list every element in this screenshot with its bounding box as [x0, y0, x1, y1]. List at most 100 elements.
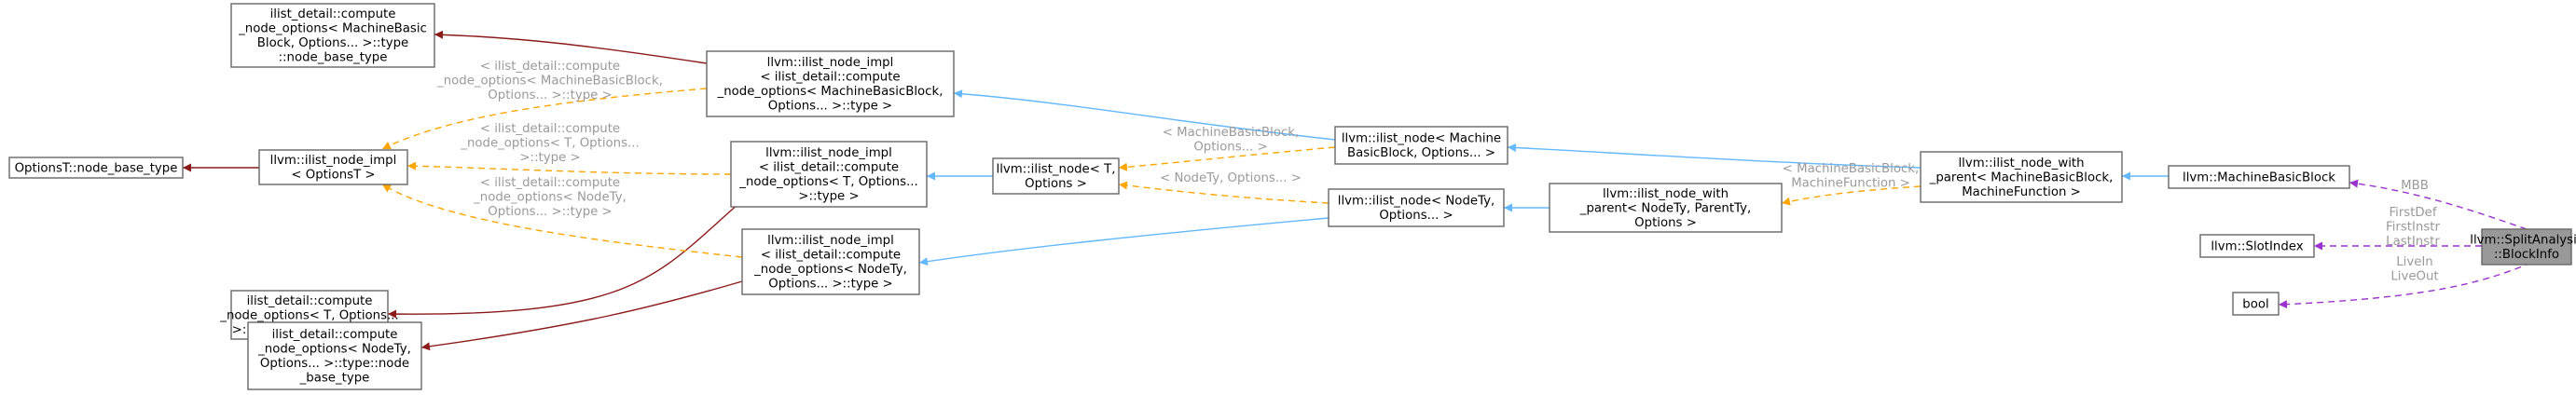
- edge-label-line: Options... >::type >: [488, 89, 612, 102]
- node-compute-node-options-nodety-base-type[interactable]: ilist_detail::compute_node_options< Node…: [247, 321, 422, 390]
- node-ilist-node-with-parent-mbb[interactable]: llvm::ilist_node_with_parent< MachineBas…: [1920, 151, 2123, 203]
- node-slot-index[interactable]: llvm::SlotIndex: [2199, 234, 2315, 258]
- node-text-line: _node_options< NodeTy,: [753, 263, 907, 277]
- edge-blockinfo-to-mbb: [2349, 179, 2528, 230]
- node-text-line: BasicBlock, Options... >: [1347, 146, 1495, 160]
- node-text-line: llvm::ilist_node_impl: [767, 234, 894, 248]
- edge-with-parent-mbb-to-ilist-node-mbb: [1507, 143, 1922, 169]
- node-ilist-node-nodety[interactable]: llvm::ilist_node< NodeTy,Options... >: [1328, 188, 1505, 227]
- node-ilist-node-mbb[interactable]: llvm::ilist_node< MachineBasicBlock, Opt…: [1334, 126, 1508, 165]
- node-ilist-node-impl-optionst[interactable]: llvm::ilist_node_impl< OptionsT >: [258, 149, 408, 185]
- node-machine-basic-block[interactable]: llvm::MachineBasicBlock: [2168, 165, 2350, 189]
- node-text-line: llvm::ilist_node_with: [1603, 187, 1729, 201]
- node-ilist-node-impl-t[interactable]: llvm::ilist_node_impl< ilist_detail::com…: [730, 141, 928, 208]
- edge-blockinfo-to-bool: [2278, 262, 2532, 309]
- edge-label-line: >::type >: [519, 151, 580, 165]
- node-text-line: >::type >: [798, 190, 859, 204]
- edge-label-line: _node_options< NodeTy,: [473, 191, 627, 205]
- node-text-line: llvm::ilist_node_with: [1958, 157, 2084, 170]
- node-text-line: < OptionsT >: [291, 169, 375, 183]
- node-text-line: llvm::SlotIndex: [2211, 239, 2303, 253]
- node-text-line: ilist_detail::compute: [247, 294, 373, 308]
- node-text-line: _parent< NodeTy, ParentTy,: [1579, 201, 1751, 215]
- edge-label-line: < ilist_detail::compute: [480, 60, 620, 74]
- node-text-line: _node_options< NodeTy,: [257, 343, 411, 357]
- edge-label-line: _node_options< MachineBasicBlock,: [436, 75, 663, 89]
- node-text-line: Options... >: [1379, 209, 1453, 223]
- edge-label-line: LiveIn: [2396, 255, 2433, 269]
- node-text-line: llvm::ilist_node< NodeTy,: [1338, 195, 1495, 209]
- node-text-line: llvm::SplitAnalysis: [2470, 234, 2576, 248]
- node-text-line: Options... >::type::node: [260, 357, 409, 371]
- node-ilist-node-t[interactable]: llvm::ilist_node< T,Options >: [992, 157, 1120, 195]
- node-text-line: _node_options< MachineBasic: [238, 22, 427, 36]
- node-text-line: ilist_detail::compute: [272, 328, 398, 342]
- edge-impl-nodety-to-cdn-nodety: [420, 280, 743, 351]
- edge-label-line: < ilist_detail::compute: [480, 122, 620, 136]
- edge-label-impl-nodety: < ilist_detail::compute_node_options< No…: [473, 176, 627, 219]
- edge-label-node-mbb: < MachineBasicBlock,Options... >: [1163, 126, 1299, 155]
- node-text-line: Options... >::type >: [768, 100, 892, 114]
- edge-label-impl-t: < ilist_detail::compute_node_options< T,…: [460, 122, 639, 165]
- edge-label-node-nodety: < NodeTy, Options... >: [1160, 171, 1302, 185]
- node-text-line: < ilist_detail::compute: [759, 161, 899, 175]
- edge-impl-t-to-ilist-node-impl: [406, 161, 732, 175]
- edge-label-line: < MachineBasicBlock,: [1163, 126, 1299, 140]
- edge-label-line: MachineFunction >: [1791, 177, 1910, 191]
- node-text-line: _base_type: [299, 372, 370, 386]
- node-text-line: ::node_base_type: [279, 51, 388, 65]
- edge-ilist-node-mbb-to-impl-mbb: [953, 89, 1336, 141]
- node-text-line: Options... >::type >: [768, 278, 892, 292]
- edge-label-line: LiveOut: [2390, 270, 2438, 284]
- edge-impl-t-to-cdn-t: [387, 202, 740, 319]
- edge-with-parent-mbb-to-with-parent-generic: [1781, 185, 1922, 206]
- node-text-line: _parent< MachineBasicBlock,: [1929, 170, 2114, 184]
- node-text-line: OptionsT::node_base_type: [15, 161, 178, 175]
- node-text-line: llvm::ilist_node< T,: [997, 163, 1116, 177]
- node-ilist-node-impl-mbb[interactable]: llvm::ilist_node_impl< ilist_detail::com…: [706, 50, 955, 117]
- node-text-line: bool: [2242, 297, 2268, 311]
- node-text-line: llvm::ilist_node_impl: [767, 56, 894, 70]
- edge-impl-mbb-to-cdn-mbb: [434, 30, 708, 64]
- edge-label-line: LastInstr: [2386, 235, 2440, 249]
- node-text-line: < ilist_detail::compute: [760, 71, 900, 85]
- edge-label-line: Options... >: [1193, 141, 1267, 155]
- node-text-line: llvm::ilist_node_impl: [765, 146, 892, 160]
- edge-label-with-parent: < MachineBasicBlock,MachineFunction >: [1783, 162, 1919, 191]
- edge-impl-mbb-to-ilist-node-impl: [381, 88, 708, 150]
- node-text-line: Options >: [1025, 177, 1087, 191]
- node-text-line: Options >: [1634, 216, 1697, 230]
- node-compute-node-options-mbb-base-type[interactable]: ilist_detail::compute_node_options< Mach…: [230, 3, 435, 68]
- edge-label-line: Options... >::type >: [488, 205, 612, 219]
- node-text-line: llvm::ilist_node_impl: [270, 154, 397, 168]
- node-text-line: _node_options< MachineBasicBlock,: [717, 85, 944, 99]
- edge-label-mbb-member: MBB: [2401, 179, 2429, 193]
- node-text-line: _node_options< T, Options...: [738, 175, 917, 189]
- node-ilist-node-with-parent-generic[interactable]: llvm::ilist_node_with_parent< NodeTy, Pa…: [1549, 183, 1783, 233]
- node-ilist-node-impl-nodety[interactable]: llvm::ilist_node_impl< ilist_detail::com…: [741, 228, 920, 295]
- edge-label-line: < ilist_detail::compute: [480, 176, 620, 190]
- node-text-line: ::BlockInfo: [2494, 248, 2559, 262]
- edge-label-line: < NodeTy, Options... >: [1160, 171, 1302, 185]
- node-text-line: Block, Options... >::type: [257, 36, 408, 50]
- edge-label-line: FirstDef: [2389, 206, 2436, 220]
- edge-label-line: < MachineBasicBlock,: [1783, 162, 1919, 176]
- node-text-line: < ilist_detail::compute: [761, 249, 901, 263]
- edge-ilist-node-nodety-to-impl-nodety: [918, 217, 1329, 266]
- edge-ilist-node-nodety-to-ilist-node-t: [1118, 181, 1329, 204]
- node-text-line: llvm::MachineBasicBlock: [2183, 170, 2335, 184]
- edge-label-line: MBB: [2401, 179, 2429, 193]
- edge-label-impl-mbb: < ilist_detail::compute_node_options< Ma…: [436, 60, 663, 102]
- node-text-line: _node_options< T, Options...: [219, 308, 398, 322]
- node-options-node-base-type[interactable]: OptionsT::node_base_type: [8, 157, 184, 179]
- node-split-analysis-block-info[interactable]: llvm::SplitAnalysis::BlockInfo: [2470, 228, 2576, 266]
- edge-label-line: FirstInstr: [2386, 221, 2440, 235]
- node-text-line: MachineFunction >: [1962, 185, 2081, 199]
- node-text-line: llvm::ilist_node< Machine: [1342, 132, 1501, 146]
- node-bool[interactable]: bool: [2232, 292, 2280, 316]
- node-text-line: ilist_detail::compute: [270, 7, 396, 21]
- edge-ilist-node-mbb-to-ilist-node-t: [1118, 146, 1336, 171]
